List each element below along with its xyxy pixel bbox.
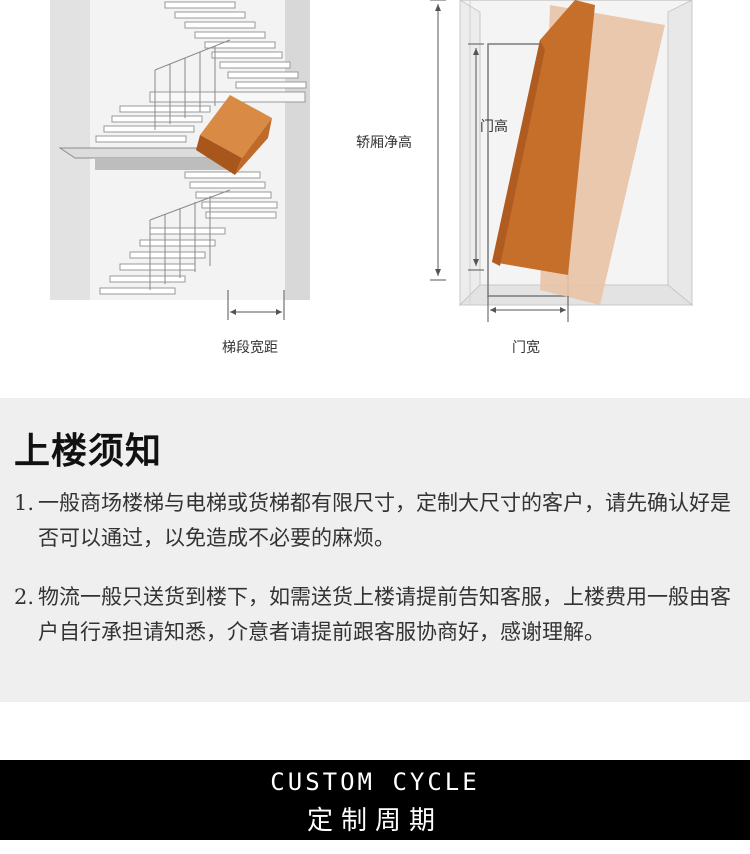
stair-width-label: 梯段宽距 bbox=[222, 340, 278, 356]
notice-item-text: 一般商场楼梯与电梯或货梯都有限尺寸，定制大尺寸的客户，请先确认好是否可以通过，以… bbox=[38, 491, 731, 550]
size-illustration: 梯段宽距 轿厢净高 门高 门宽 bbox=[0, 0, 750, 380]
notice-item: 2. 物流一般只送货到楼下，如需送货上楼请提前告知客服，上楼费用一般由客户自行承… bbox=[14, 580, 738, 650]
banner-english-title: CUSTOM CYCLE bbox=[270, 768, 480, 796]
banner-chinese-title: 定制周期 bbox=[306, 806, 443, 836]
custom-cycle-banner: CUSTOM CYCLE 定制周期 bbox=[0, 760, 750, 840]
door-height-label: 门高 bbox=[480, 119, 508, 135]
staircase-drawing bbox=[50, 0, 310, 320]
upstairs-notice: 上楼须知 1. 一般商场楼梯与电梯或货梯都有限尺寸，定制大尺寸的客户，请先确认好… bbox=[0, 398, 750, 702]
notice-item: 1. 一般商场楼梯与电梯或货梯都有限尺寸，定制大尺寸的客户，请先确认好是否可以通… bbox=[14, 486, 738, 556]
notice-item-text: 物流一般只送货到楼下，如需送货上楼请提前告知客服，上楼费用一般由客户自行承担请知… bbox=[38, 585, 731, 644]
illustration-drawing bbox=[50, 0, 694, 322]
notice-title: 上楼须知 bbox=[14, 431, 163, 472]
notice-item-number: 1. bbox=[14, 491, 35, 515]
notice-item-number: 2. bbox=[14, 585, 35, 609]
door-width-label: 门宽 bbox=[512, 340, 540, 356]
car-height-label: 轿厢净高 bbox=[356, 135, 412, 151]
elevator-drawing bbox=[430, 0, 694, 322]
